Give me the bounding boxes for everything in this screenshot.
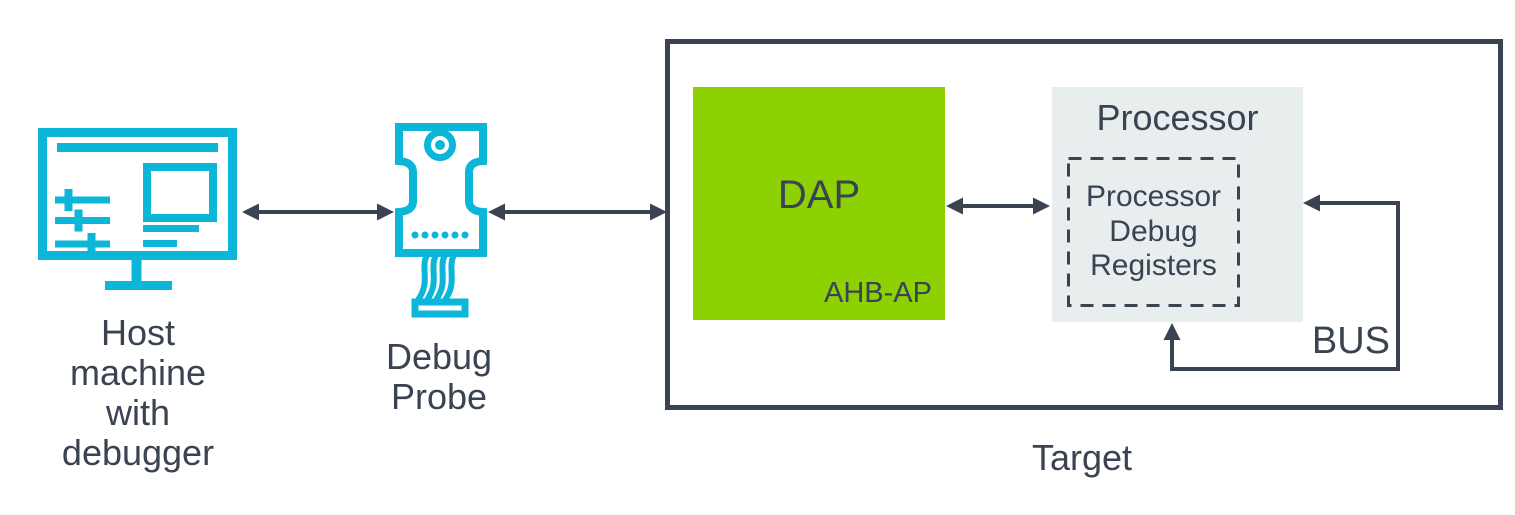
probe-body-outline	[395, 123, 487, 257]
host-machine-label: Host machine with debugger	[38, 313, 238, 473]
dap-block: DAP AHB-AP	[693, 87, 945, 320]
monitor-window-icon	[143, 163, 217, 222]
target-label: Target	[1031, 437, 1133, 478]
probe-connector	[411, 298, 469, 318]
host-probe-arrow	[242, 203, 394, 221]
processor-debug-registers-label: Processor Debug Registers	[1068, 180, 1239, 284]
target-box	[665, 39, 1503, 410]
debug-probe-label: Debug Probe	[339, 337, 539, 417]
host-label-line: machine	[69, 352, 207, 393]
pdr-line: Registers	[1090, 249, 1217, 282]
host-label-line: debugger	[61, 432, 215, 473]
probe-label-line: Probe	[390, 376, 488, 417]
probe-led-dot	[435, 140, 445, 150]
pdr-line: Debug	[1109, 214, 1198, 248]
host-machine-monitor-icon	[38, 128, 237, 290]
probe-pin-dots	[411, 231, 469, 239]
probe-target-arrow	[488, 203, 667, 221]
debug-probe-icon	[395, 123, 487, 318]
host-label-line: with	[105, 392, 171, 433]
host-label-line: Host	[100, 312, 176, 353]
dap-title: DAP	[777, 173, 861, 217]
probe-led-ring	[424, 129, 456, 161]
probe-label-line: Debug	[385, 336, 493, 377]
pdr-line: Processor	[1085, 180, 1222, 213]
bus-label: BUS	[1311, 320, 1390, 362]
monitor-screen-outline	[38, 128, 237, 260]
ahb-ap-badge: AHB-AP	[824, 277, 932, 309]
processor-title: Processor	[1096, 97, 1259, 138]
probe-ribbon-cable	[415, 253, 457, 302]
